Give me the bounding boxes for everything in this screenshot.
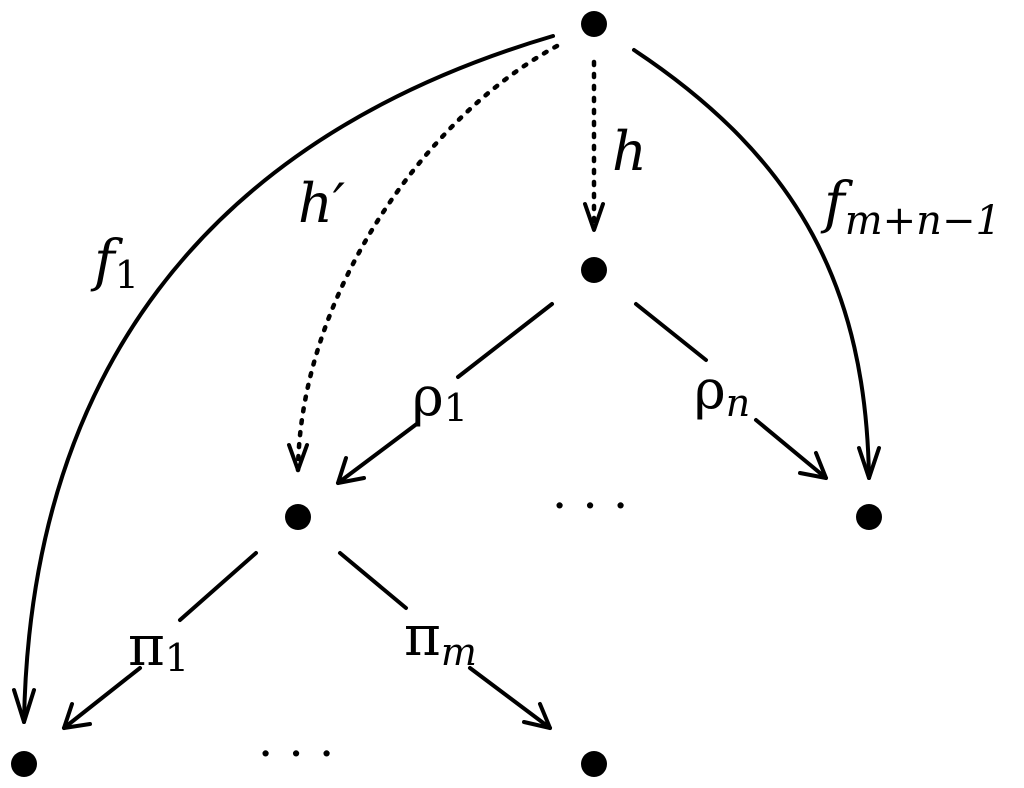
label-f1: f1 (90, 229, 139, 297)
arrowhead-f1 (12, 688, 36, 724)
edge-pi1-lower (62, 666, 142, 730)
node-mid (581, 257, 607, 283)
node-bottom-right (581, 751, 607, 777)
edge-h-prime (295, 43, 560, 473)
arrowhead-f-m-n-1 (857, 446, 881, 480)
arrowhead-pim (522, 702, 552, 730)
label-pim: πm (404, 604, 477, 674)
edge-rhon-upper (634, 302, 708, 362)
label-pi1: π1 (128, 614, 189, 680)
label-f-m-n-1: fm+n−1 (820, 171, 1001, 244)
node-top (581, 11, 607, 37)
arrowhead-rho1 (336, 456, 366, 485)
label-rhon: ρn (694, 358, 750, 425)
label-h: h (612, 120, 647, 183)
node-bottom-left (11, 751, 37, 777)
arrowhead-pi1 (62, 702, 92, 730)
edge-pi1-upper (178, 551, 258, 622)
edge-f1 (22, 34, 555, 724)
edge-pim-lower (468, 666, 552, 730)
arrowhead-h-prime (287, 443, 309, 472)
node-left (285, 504, 311, 530)
label-h-prime: h′ (298, 172, 345, 235)
ellipsis-bottom: · · · (258, 726, 334, 782)
arrowhead-h (583, 202, 605, 232)
edge-rho1-upper (456, 302, 554, 379)
edge-pim-upper (338, 551, 408, 610)
label-rho1: ρ1 (412, 365, 468, 430)
node-right (856, 504, 882, 530)
edge-rho1-lower (336, 421, 420, 485)
ellipsis-middle: · · · (552, 478, 628, 534)
arrowhead-rhon (798, 451, 828, 480)
edge-rhon-lower (754, 418, 828, 480)
edge-f-m-n-1 (632, 48, 871, 480)
